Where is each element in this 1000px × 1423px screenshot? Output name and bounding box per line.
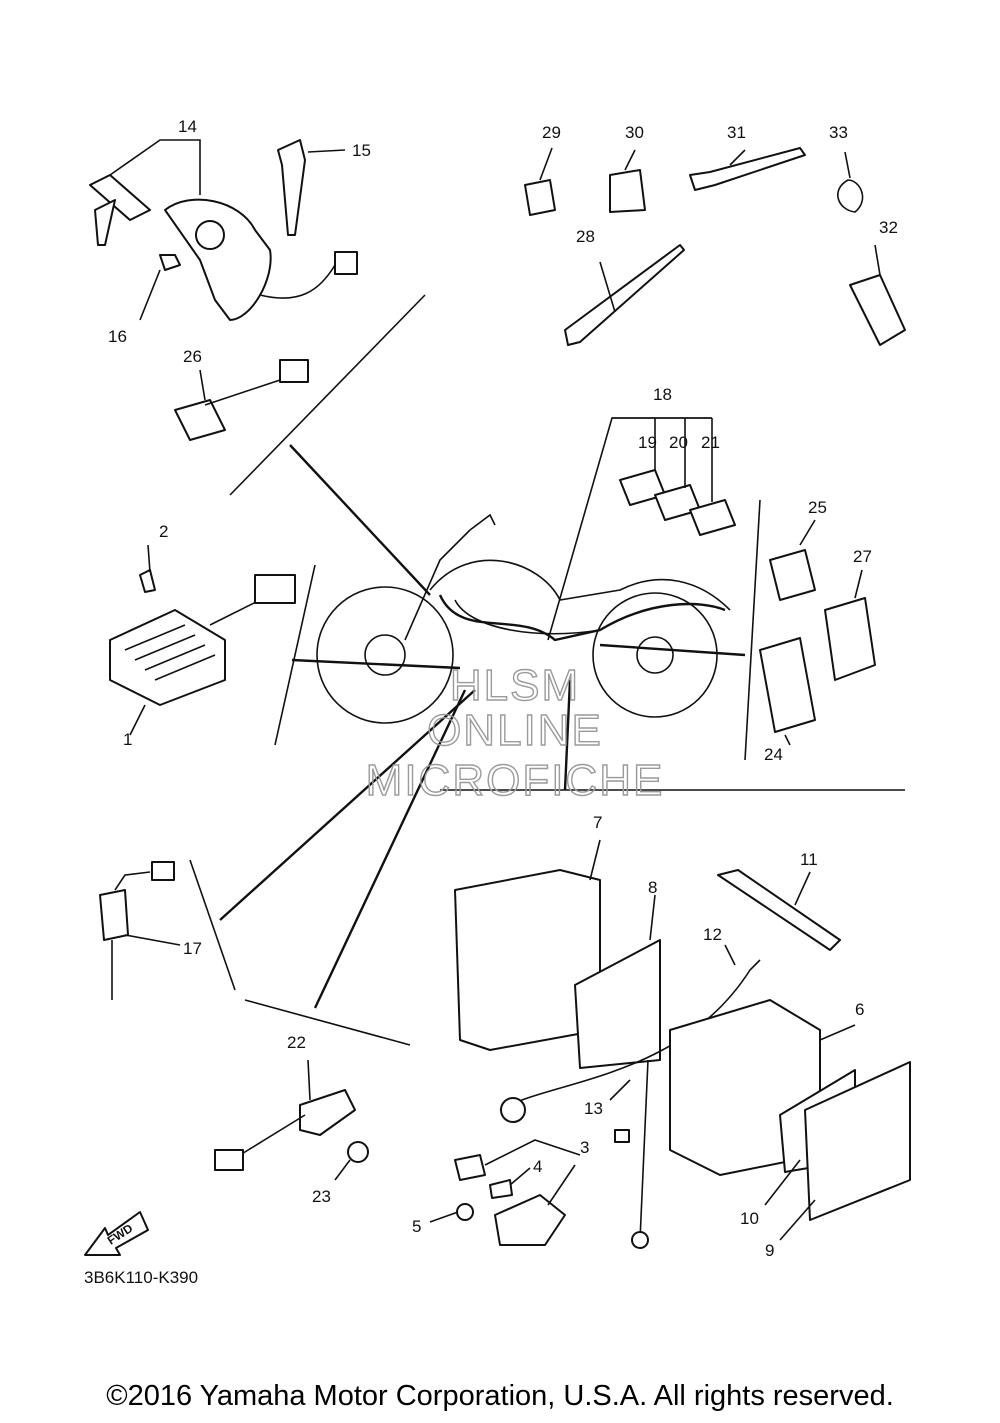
callout-10: 10 [740, 1209, 759, 1228]
callout-17: 17 [183, 939, 202, 958]
callout-15: 15 [352, 141, 371, 160]
callout-29: 29 [542, 123, 561, 142]
callout-13: 13 [584, 1099, 603, 1118]
watermark-line3: MICROFICHE [366, 756, 665, 805]
callout-22: 22 [287, 1033, 306, 1052]
callout-14: 14 [178, 117, 197, 136]
callout-21: 21 [701, 433, 720, 452]
callout-9: 9 [765, 1241, 774, 1260]
callout-18: 18 [653, 385, 672, 404]
relay-units [759, 519, 876, 746]
callout-1: 1 [123, 730, 132, 749]
callout-6: 6 [855, 1000, 864, 1019]
rectifier-regulator [109, 544, 296, 736]
fwd-arrow: FWD [84, 1211, 149, 1256]
watermark-line1: HLSM [450, 661, 580, 710]
callout-28: 28 [576, 227, 595, 246]
watermark-line2: ONLINE [427, 706, 603, 755]
motorcycle-outline [316, 513, 731, 724]
leader-lines [189, 294, 905, 1046]
callout-3: 3 [580, 1138, 589, 1157]
callout-2: 2 [159, 522, 168, 541]
callout-7: 7 [593, 813, 602, 832]
battery-box-assembly [429, 839, 911, 1249]
callout-16: 16 [108, 327, 127, 346]
neutral-switch-17 [99, 861, 181, 1000]
callout-27: 27 [853, 547, 872, 566]
callout-4: 4 [533, 1157, 542, 1176]
sidestand-switch [214, 1059, 369, 1181]
callout-numbers: 1 2 3 4 5 6 7 8 9 10 11 12 13 14 15 16 1… [108, 117, 898, 1260]
relay-connector-26 [174, 359, 309, 441]
callout-8: 8 [648, 878, 657, 897]
callout-19: 19 [638, 433, 657, 452]
callout-32: 32 [879, 218, 898, 237]
callout-20: 20 [669, 433, 688, 452]
wire-clamps [524, 147, 906, 346]
callout-12: 12 [703, 925, 722, 944]
copyright-notice: ©2016 Yamaha Motor Corporation, U.S.A. A… [106, 1380, 894, 1412]
diagram-code: 3B6K110-K390 [84, 1268, 199, 1287]
callout-25: 25 [808, 498, 827, 517]
callout-30: 30 [625, 123, 644, 142]
callout-11: 11 [800, 850, 818, 869]
callout-5: 5 [412, 1217, 421, 1236]
callout-23: 23 [312, 1187, 331, 1206]
callout-31: 31 [727, 123, 746, 142]
main-switch-assembly [89, 139, 358, 321]
watermark: HLSM ONLINE MICROFICHE [365, 660, 665, 805]
callout-24: 24 [764, 745, 783, 764]
fuse-group [612, 417, 736, 536]
callout-26: 26 [183, 347, 202, 366]
callout-33: 33 [829, 123, 848, 142]
